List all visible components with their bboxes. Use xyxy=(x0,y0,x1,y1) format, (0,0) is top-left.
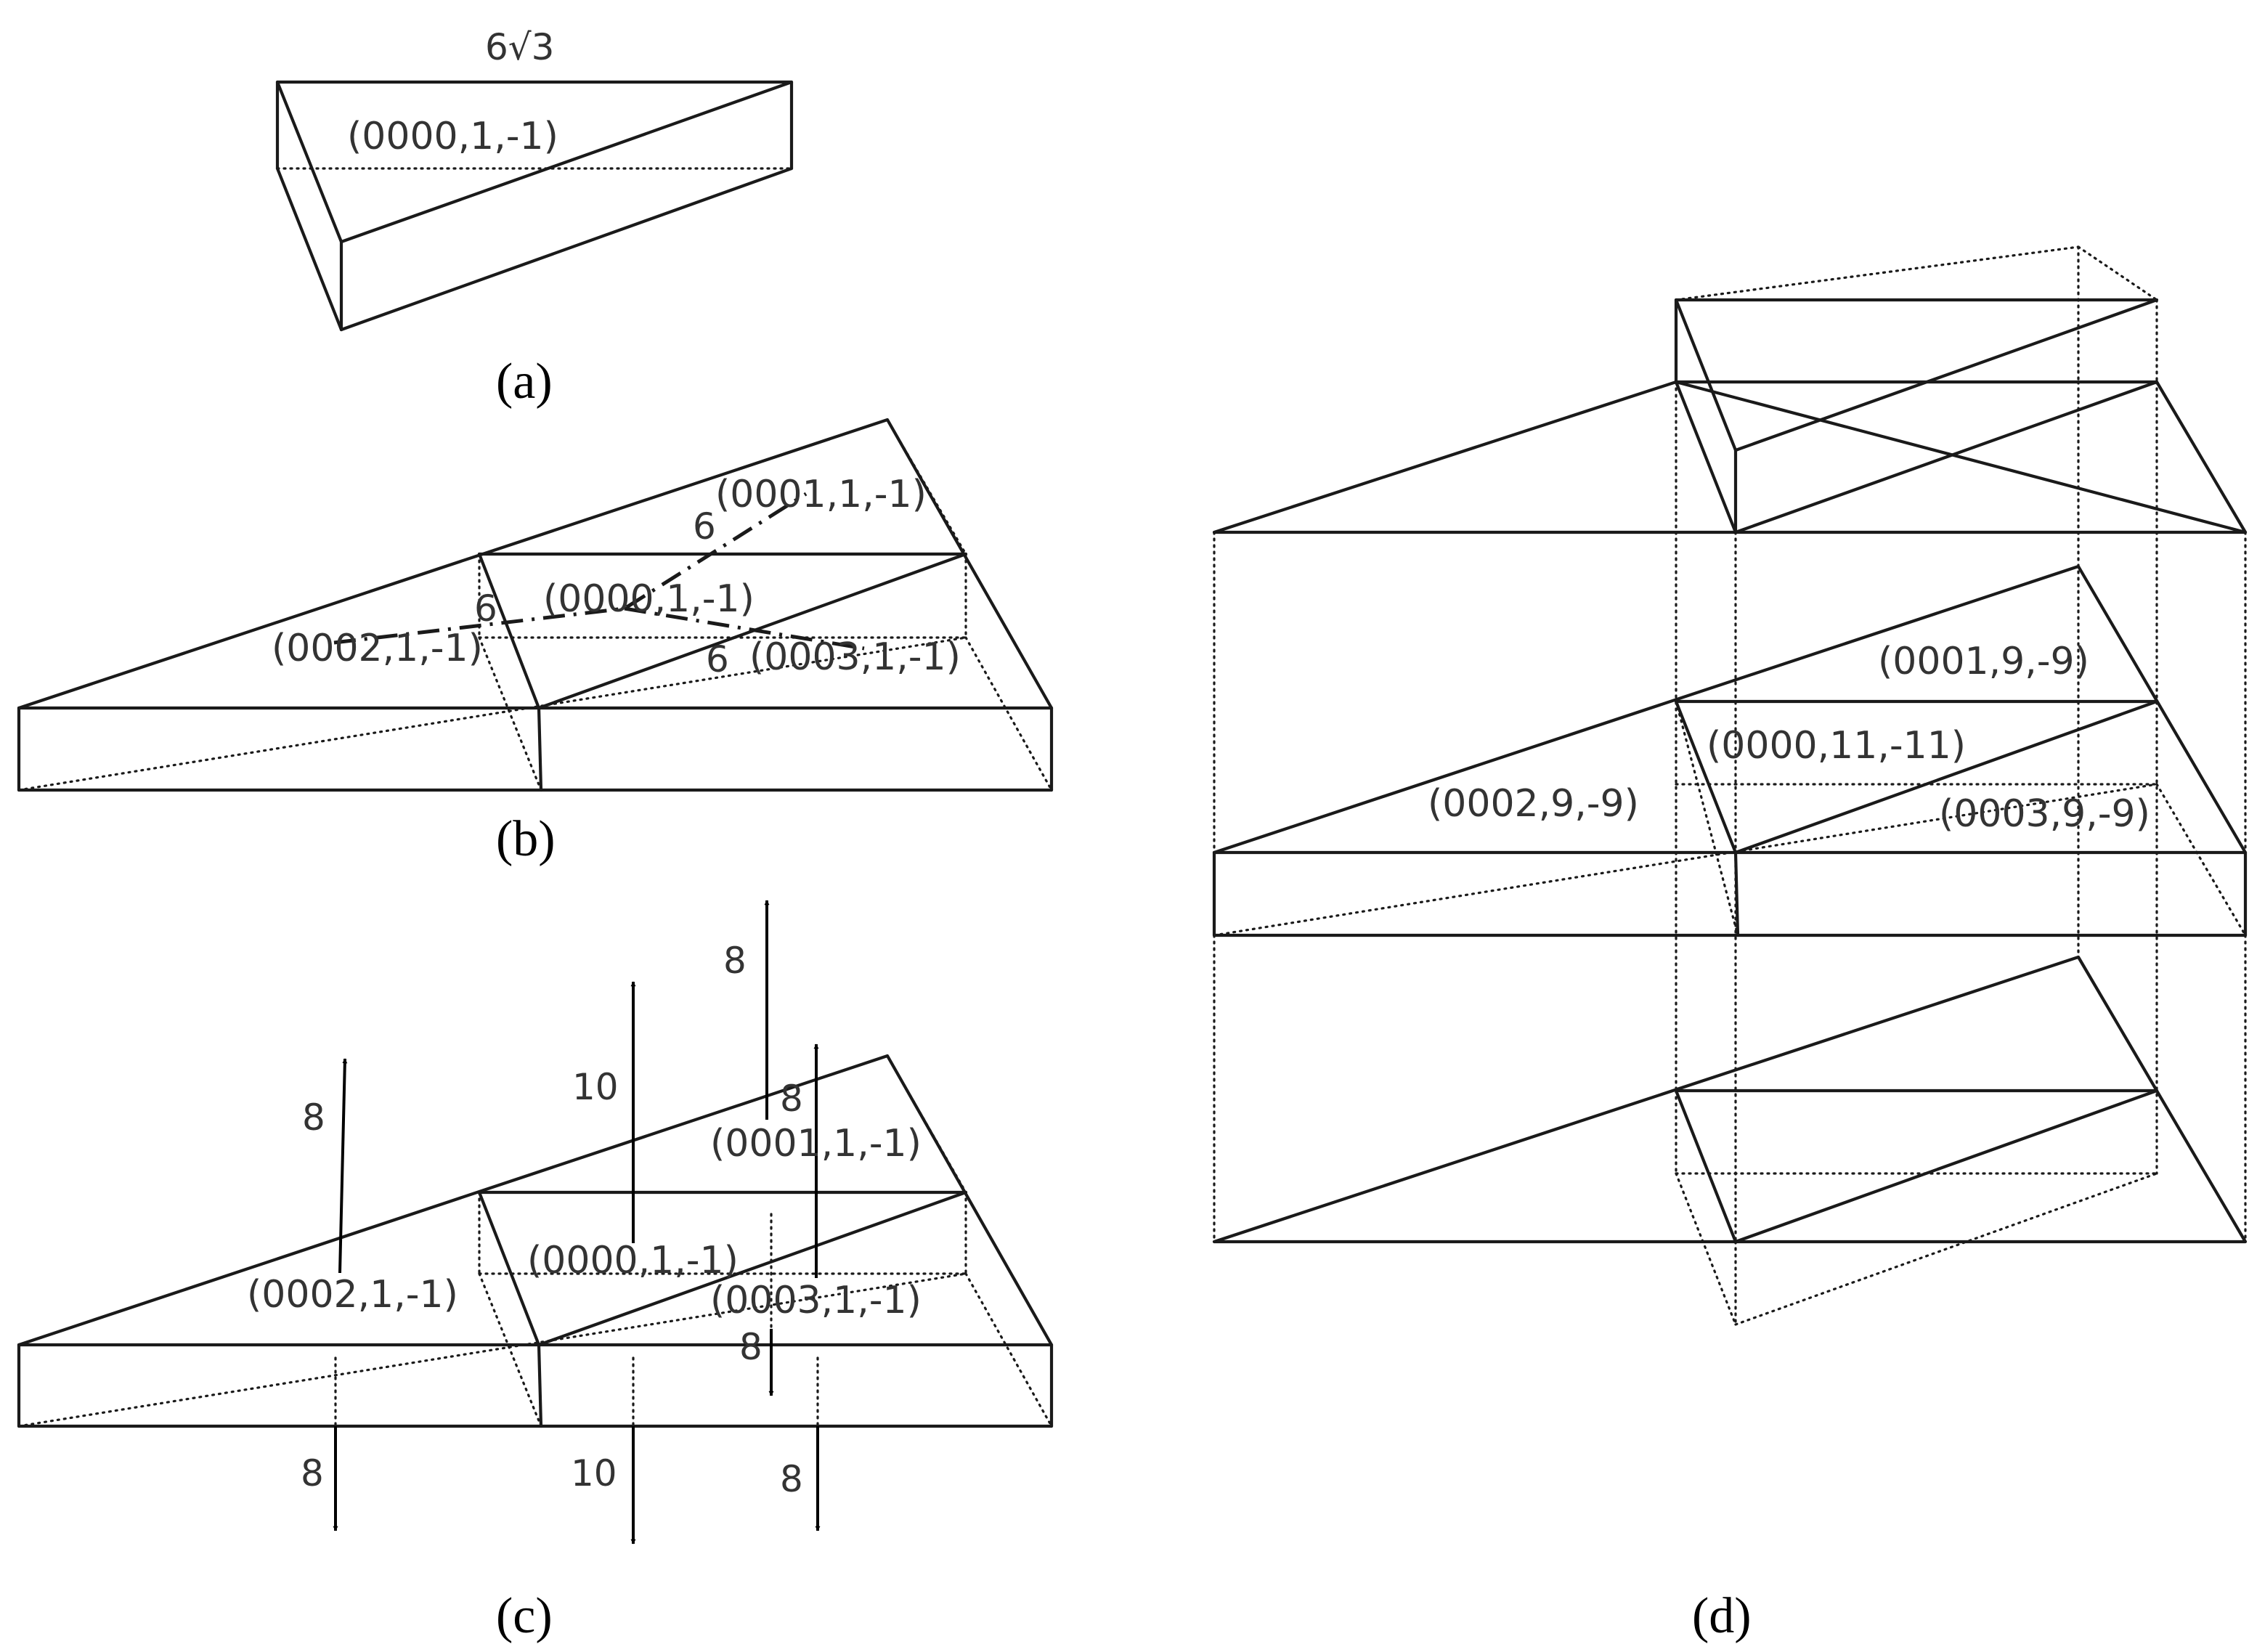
panel-d-alignment-guides xyxy=(1213,381,2247,1243)
panel-c-caption: (c) xyxy=(496,1588,553,1644)
panel-b-label-0002: (0002,1,-1) xyxy=(272,627,483,670)
panel-c-force-up-left: 8 xyxy=(302,1096,325,1139)
panel-a-block-label: (0000,1,-1) xyxy=(347,115,558,158)
panel-d-label-0002: (0002,9,-9) xyxy=(1428,782,1639,826)
panel-c: (0001,1,-1) (0000,1,-1) (0002,1,-1) (000… xyxy=(17,900,1054,1644)
panel-b-distance-left: 6 xyxy=(474,587,497,630)
panel-a: 6√3 (0000,1,-1) (a) xyxy=(275,26,794,410)
panel-b-slab xyxy=(17,418,1054,792)
panel-c-force-down-center: 10 xyxy=(571,1452,617,1494)
panel-b-distance-lower: 6 xyxy=(706,638,729,680)
panel-a-triangular-prism xyxy=(275,80,794,332)
panel-c-force-down-right: 8 xyxy=(780,1458,803,1500)
panel-d-middle-slab xyxy=(1212,564,2248,937)
panel-c-label-0001: (0001,1,-1) xyxy=(710,1122,922,1165)
panel-d-label-0003: (0003,9,-9) xyxy=(1939,792,2150,836)
panel-c-slab xyxy=(17,1054,1054,1428)
panel-a-edge-length: 6√3 xyxy=(485,26,554,68)
panel-d: (0001,9,-9) (0000,11,-11) (0002,9,-9) (0… xyxy=(1212,245,2248,1644)
panel-c-label-0003: (0003,1,-1) xyxy=(710,1279,922,1322)
panel-d-bottom-slab xyxy=(1212,955,2248,1326)
panel-d-top-slab xyxy=(1212,245,2248,534)
panel-b-label-0001: (0001,1,-1) xyxy=(715,473,927,516)
panel-b: (0001,1,-1) (0000,1,-1) (0002,1,-1) (000… xyxy=(17,418,1054,867)
panel-a-caption: (a) xyxy=(496,354,553,410)
panel-b-caption: (b) xyxy=(496,811,556,867)
panel-c-force-up-right: 8 xyxy=(780,1078,803,1120)
panel-b-label-0003: (0003,1,-1) xyxy=(749,635,961,679)
panel-c-force-down-left: 8 xyxy=(301,1452,324,1494)
panel-d-caption: (d) xyxy=(1692,1588,1752,1644)
panel-b-distance-upper: 6 xyxy=(693,505,716,548)
panel-c-label-0000: (0000,1,-1) xyxy=(527,1239,739,1282)
panel-c-force-up-center: 10 xyxy=(572,1066,619,1108)
panel-b-label-0000: (0000,1,-1) xyxy=(543,577,755,621)
panel-c-label-0002: (0002,1,-1) xyxy=(247,1273,458,1317)
panel-b-center-distance-lines xyxy=(333,492,865,651)
panel-c-force-down-small: 8 xyxy=(739,1326,762,1368)
panel-c-force-arrows xyxy=(333,900,821,1545)
panel-d-label-0000: (0000,11,-11) xyxy=(1707,724,1966,768)
panel-d-label-0001: (0001,9,-9) xyxy=(1878,640,2089,683)
force-arrow-up-left xyxy=(338,1058,348,1274)
panel-c-force-up-back: 8 xyxy=(723,940,747,982)
